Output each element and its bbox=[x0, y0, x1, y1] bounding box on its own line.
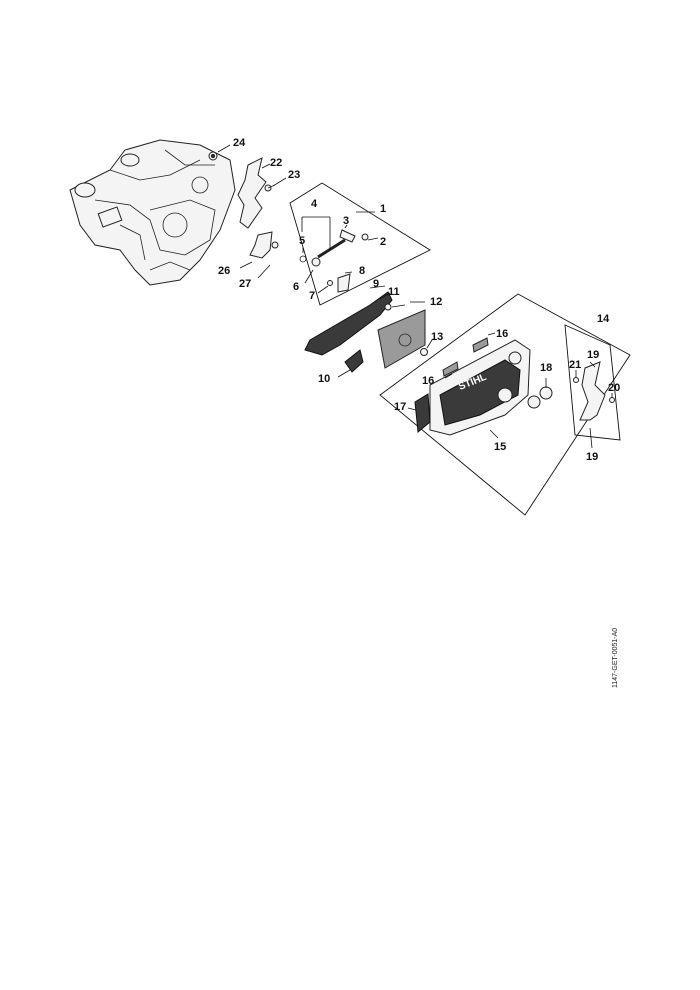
part-9-guide-plate bbox=[304, 291, 393, 356]
part-15-sprocket-cover: STIHL bbox=[429, 339, 531, 436]
callout-1: 1 bbox=[380, 203, 386, 215]
callout-25: 24 bbox=[233, 137, 246, 149]
part-4-tensioner-spindle bbox=[317, 238, 346, 259]
callout-21: 20 bbox=[608, 382, 620, 394]
callout-11: 11 bbox=[388, 286, 400, 298]
part-21-screw bbox=[609, 397, 615, 403]
callout-22: 21 bbox=[569, 359, 581, 371]
part-7-screw bbox=[327, 280, 333, 286]
callout-24: 23 bbox=[288, 169, 300, 181]
callout-10: 10 bbox=[318, 373, 330, 385]
part-8-plate bbox=[337, 273, 351, 293]
callout-6: 6 bbox=[293, 281, 299, 293]
callout-26: 26 bbox=[218, 265, 230, 277]
part-25-nut bbox=[208, 151, 218, 161]
callout-14: 14 bbox=[597, 313, 610, 325]
engine-housing bbox=[69, 139, 236, 286]
callout-20: 19 bbox=[587, 349, 599, 361]
callout-2: 2 bbox=[380, 236, 386, 248]
leader-lines bbox=[217, 144, 613, 449]
part-10-guard bbox=[344, 349, 364, 373]
part-16-pad-upper bbox=[472, 337, 489, 353]
part-27-screw bbox=[271, 241, 279, 249]
callout-16-lower: 16 bbox=[422, 375, 434, 387]
callout-19: 19 bbox=[586, 451, 598, 463]
callout-13: 13 bbox=[431, 331, 443, 343]
part-11-screw bbox=[384, 303, 392, 311]
assembly-14-frame bbox=[379, 293, 631, 516]
part-26-chain-catcher bbox=[249, 231, 273, 259]
callout-27: 27 bbox=[239, 278, 251, 290]
part-17-stud bbox=[414, 393, 431, 433]
callout-15: 15 bbox=[494, 441, 506, 453]
callout-3: 3 bbox=[343, 215, 349, 227]
callout-7: 7 bbox=[309, 290, 315, 302]
callout-5: 5 bbox=[299, 235, 305, 247]
part-13-nut bbox=[420, 348, 428, 356]
part-16-pad-lower bbox=[442, 361, 459, 377]
part-12-cover-plate bbox=[377, 309, 426, 369]
callout-8: 8 bbox=[359, 265, 365, 277]
callout-17: 17 bbox=[394, 401, 406, 413]
part-18-nuts bbox=[527, 386, 553, 409]
part-23-bracket bbox=[237, 157, 267, 229]
callout-18: 18 bbox=[540, 362, 552, 374]
callout-9: 9 bbox=[373, 278, 379, 290]
callout-16-upper: 16 bbox=[496, 328, 508, 340]
part-3-lever bbox=[339, 229, 356, 243]
callout-labels: 24 22 23 1 4 3 5 2 26 27 8 6 7 9 11 12 1… bbox=[218, 137, 620, 463]
part-5-washer bbox=[299, 255, 307, 263]
callout-12: 12 bbox=[430, 296, 442, 308]
assembly-1-frame bbox=[289, 182, 431, 306]
reference-code: 1147-GET-0051-A0 bbox=[612, 627, 619, 688]
callout-4: 4 bbox=[311, 198, 318, 210]
assembly-19-frame bbox=[564, 324, 621, 441]
part-2-washer bbox=[361, 233, 369, 241]
part-20-bracket bbox=[579, 361, 606, 421]
part-6-gear bbox=[311, 257, 321, 267]
part-22-screw bbox=[573, 377, 579, 383]
callout-23: 22 bbox=[270, 157, 282, 169]
